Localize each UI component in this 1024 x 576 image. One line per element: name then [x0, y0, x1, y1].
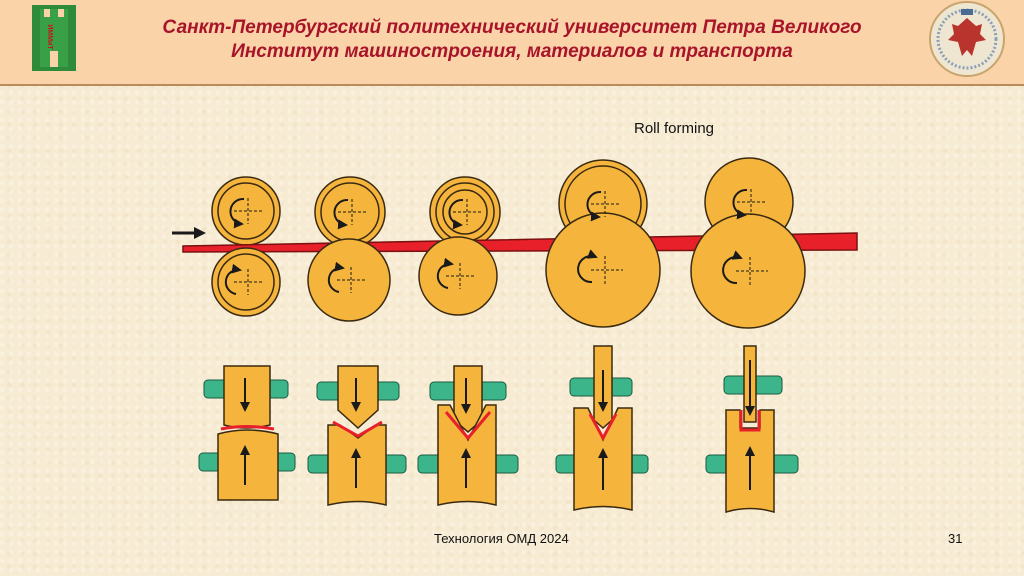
institute-logo-icon: ИММиТ	[32, 5, 76, 71]
cross-section-stage-5	[705, 345, 799, 513]
diagram-caption: Roll forming	[634, 120, 715, 137]
header-title-line-1: Санкт-Петербургский политехнический унив…	[162, 17, 862, 38]
roll-center-marks	[234, 189, 768, 295]
university-seal-icon	[929, 1, 1005, 77]
feed-direction-arrow-icon	[172, 227, 206, 239]
header-title-line-2: Институт машиностроения, материалов и тр…	[231, 41, 793, 62]
cross-section-stage-4	[555, 345, 649, 511]
cross-section-stage-1	[198, 365, 296, 501]
cross-section-stage-3	[417, 365, 519, 506]
svg-text:ИММиТ: ИММиТ	[46, 24, 53, 50]
page-number: 31	[948, 531, 963, 546]
cross-section-stage-2	[307, 365, 407, 506]
slide-header: ИММиТ Санкт-Петербургский политехнически…	[0, 0, 1024, 86]
rotation-arrow-icons	[224, 188, 748, 295]
footer-text: Технология ОМД 2024	[434, 531, 569, 546]
